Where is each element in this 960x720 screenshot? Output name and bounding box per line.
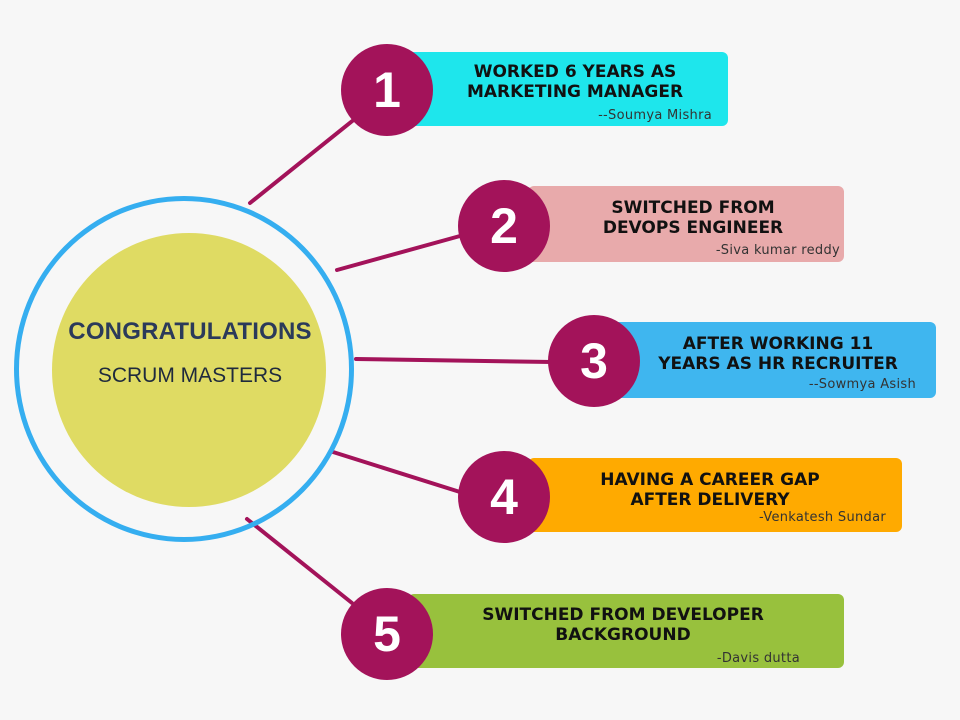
connector-line-4: [331, 450, 462, 494]
item-card-3: [610, 322, 936, 398]
center-subtitle: SCRUM MASTERS: [97, 364, 283, 387]
number-badge-1: 1: [341, 44, 433, 136]
number-badge-4: 4: [458, 451, 550, 543]
connector-line-5: [245, 517, 354, 605]
item-card-4: [528, 458, 902, 532]
center-title: CONGRATULATIONS: [68, 318, 312, 345]
item-card-2: [528, 186, 844, 262]
number-badge-3: 3: [548, 315, 640, 407]
item-text-4: HAVING A CAREER GAP AFTER DELIVERY: [600, 470, 820, 510]
item-text-3: AFTER WORKING 11 YEARS AS HR RECRUITER: [658, 334, 898, 374]
item-credit-5: -Davis dutta: [716, 651, 800, 666]
item-credit-4: -Venkatesh Sundar: [759, 510, 886, 525]
item-credit-2: -Siva kumar reddy: [715, 243, 840, 258]
item-card-1: [408, 52, 728, 126]
center-ring: [14, 196, 354, 542]
connector-line-2: [335, 234, 462, 272]
number-badge-5: 5: [341, 588, 433, 680]
item-text-2: SWITCHED FROM DEVOPS ENGINEER: [602, 198, 784, 238]
item-text-1: WORKED 6 YEARS AS MARKETING MANAGER: [466, 62, 684, 102]
item-credit-3: --Sowmya Asish: [808, 377, 916, 392]
item-credit-1: --Soumya Mishra: [598, 108, 712, 123]
connector-line-1: [248, 116, 358, 205]
item-text-5: SWITCHED FROM DEVELOPER BACKGROUND: [482, 605, 764, 645]
number-badge-2: 2: [458, 180, 550, 272]
center-disc: [52, 233, 326, 507]
connector-line-3: [354, 357, 554, 364]
item-card-5: [408, 594, 844, 668]
